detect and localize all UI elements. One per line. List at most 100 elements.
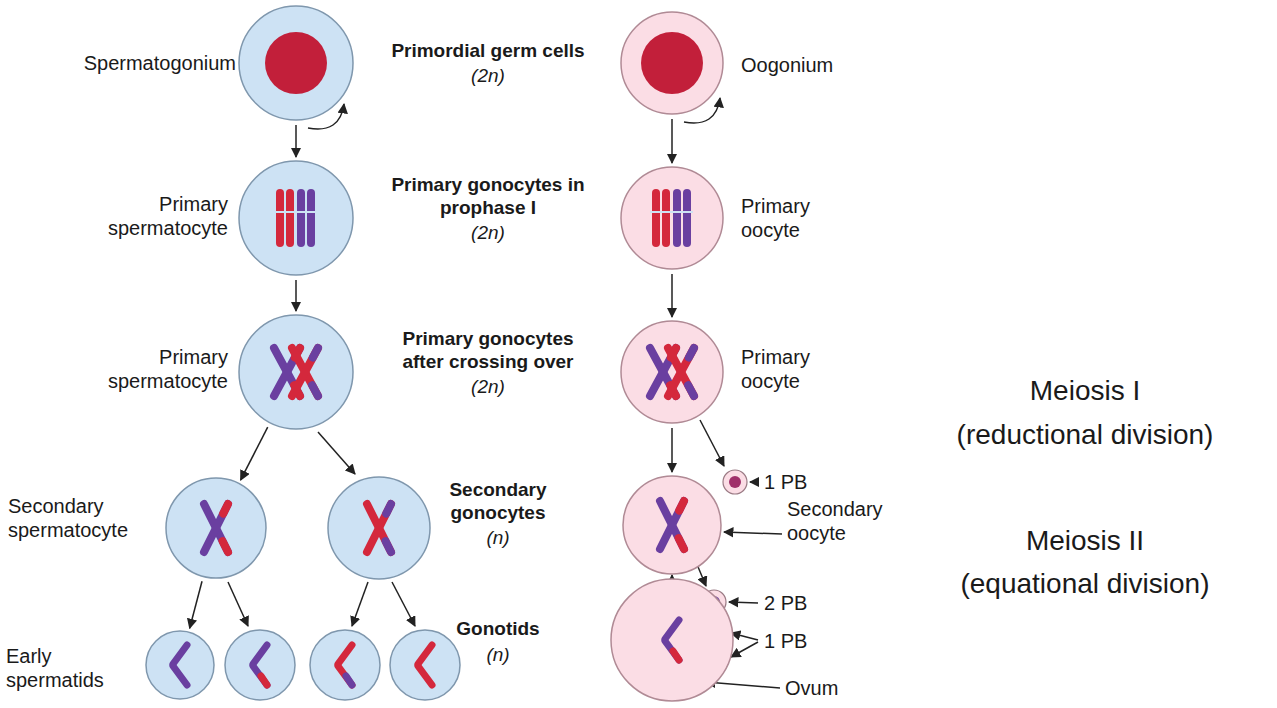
centromere [650, 211, 693, 213]
cell-circle: Primary spermatocyte [238, 160, 354, 276]
chromosome-stroke [173, 645, 187, 664]
chromosome-stroke [386, 541, 391, 552]
division-arrow [700, 420, 724, 466]
chromosome-stroke [223, 504, 228, 514]
chromosome-stroke [338, 666, 352, 685]
cell-outline [610, 578, 734, 702]
spermatid-cell [225, 630, 295, 700]
polar-body [723, 470, 747, 494]
division-arrow [295, 280, 297, 311]
cell-outline [620, 166, 724, 270]
leader-arrow [706, 682, 780, 688]
chromosome-stroke [683, 193, 691, 243]
chromosome-stroke [673, 193, 681, 243]
chromosome-stroke [660, 501, 684, 549]
stage-label: Primordial germ cells [368, 40, 608, 63]
division-arrow [241, 427, 268, 480]
cell-circle: Primary oocyte [620, 166, 724, 270]
chromosome-stroke [338, 645, 352, 664]
chromosomes [665, 620, 679, 660]
cell-label: Spermatogonium [16, 51, 236, 75]
cell-outline [620, 320, 724, 424]
chromosomes [660, 501, 684, 549]
chromosome-stroke [689, 348, 694, 358]
chromosome-stroke [173, 666, 187, 685]
polar-body-label: 2 PB [764, 591, 824, 615]
nucleus [641, 32, 703, 94]
cell-outline [620, 11, 724, 115]
cell-membrane [146, 631, 214, 699]
chromosome-stroke [418, 645, 432, 664]
cell-label: Secondary spermatocyte [8, 494, 158, 542]
cell-outline [238, 160, 354, 276]
chromosome-stroke [679, 501, 684, 511]
chromosome-stroke [652, 193, 660, 243]
chromosome-stroke [204, 504, 228, 552]
division-arrow [671, 274, 673, 317]
cell-label: Oogonium [741, 53, 891, 77]
chromosomes [650, 348, 694, 396]
leader-arrow [729, 602, 758, 603]
cell-label: Primary spermatocyte [70, 345, 228, 393]
chromosome-stroke [688, 385, 694, 396]
cell-circle: Oogonium [620, 11, 724, 115]
cell-label: Primary oocyte [741, 194, 841, 242]
cell-outline [622, 475, 722, 575]
polar-body-chromatin [729, 476, 741, 488]
cell-label: Early spermatids [6, 644, 138, 692]
secondary-spermatocyte-cell [328, 477, 430, 579]
chromosome-stroke [286, 193, 294, 243]
cell-label: Secondary oocyte [787, 497, 892, 545]
leader-arrow [731, 642, 758, 657]
cell-circle: Ovum [610, 578, 734, 702]
chromosome-stroke [312, 385, 318, 396]
leader-arrow [750, 481, 758, 483]
phase-label: (equational division) [920, 567, 1250, 601]
chromosome-stroke [673, 651, 679, 660]
chromosome-stroke [662, 193, 670, 243]
chromosome-stroke [665, 620, 679, 639]
cell-circle: Primary spermatocyte [238, 314, 354, 430]
cell-membrane [611, 579, 733, 701]
chromosome-stroke [313, 348, 318, 358]
chromosomes [641, 32, 703, 94]
cell-circle: Spermatogonium [238, 5, 354, 121]
cell-membrane [621, 12, 723, 114]
chromosome-stroke [668, 348, 694, 396]
stage-label: (n) [458, 527, 538, 550]
leader-arrow [724, 532, 782, 534]
cell-outline [165, 477, 267, 579]
cell-label: Primary oocyte [741, 345, 841, 393]
cell-outline [145, 630, 215, 700]
stage-label: Primary gonocytes after crossing over [388, 328, 588, 374]
chromosome-stroke [418, 666, 432, 685]
chromosomes [274, 348, 318, 396]
chromosome-stroke [223, 541, 228, 552]
leader-arrow [731, 633, 758, 640]
stage-label: (2n) [438, 222, 538, 245]
polar-body-label: 1 PB [764, 629, 824, 653]
division-arrow [318, 432, 355, 474]
stage-label: Gonotids [438, 618, 558, 641]
phase-label: Meiosis I [920, 374, 1250, 408]
division-arrow [392, 582, 415, 626]
cell-label: Primary spermatocyte [70, 192, 228, 240]
chromosome-stroke [679, 538, 684, 549]
division-arrow [228, 582, 248, 626]
chromosomes [650, 193, 693, 243]
phase-label: Meiosis II [920, 524, 1250, 558]
chromosomes [204, 504, 228, 552]
chromosome-stroke [297, 193, 305, 243]
division-arrow [295, 125, 297, 157]
chromosome-stroke [253, 645, 267, 664]
cell-circle: Primary oocyte [620, 320, 724, 424]
division-arrow [190, 581, 202, 628]
spermatid-cell [390, 630, 460, 700]
chromosome-stroke [668, 348, 694, 396]
chromosome-stroke [386, 504, 391, 514]
cell-circle: Secondary spermatocyte [165, 477, 267, 579]
chromosome-stroke [253, 666, 267, 685]
polar-body-label: 1 PB [764, 470, 824, 494]
cell-outline [238, 314, 354, 430]
cell-membrane [623, 476, 721, 574]
